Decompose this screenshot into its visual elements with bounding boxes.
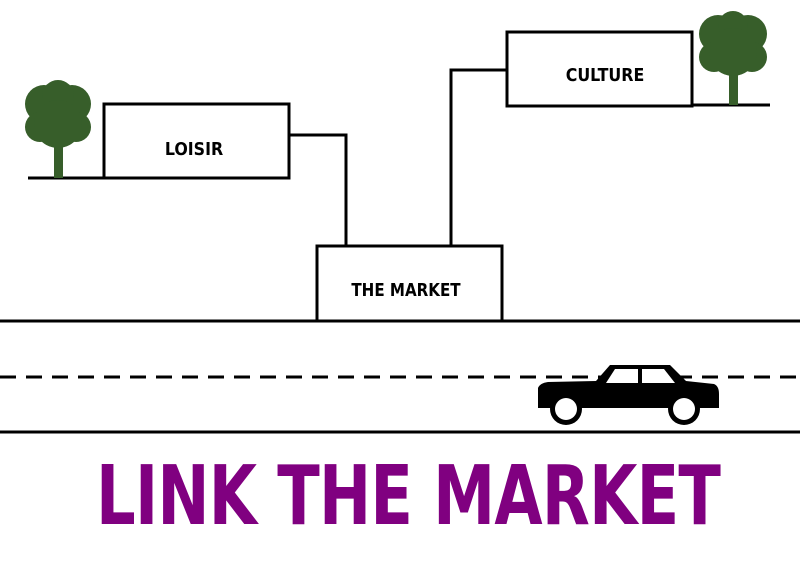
tree-icon [25,80,91,178]
connector-loisir-market [290,133,348,246]
car-icon [538,365,719,425]
page-title: LINK THE MARKET [96,449,721,544]
loisir-label: LOISIR [165,138,223,159]
culture-label: CULTURE [566,64,645,85]
culture-box: CULTURE [505,30,694,108]
market-label: THE MARKET [351,280,461,301]
connector-culture-market [449,68,507,246]
market-box: THE MARKET [315,244,504,323]
loisir-box: LOISIR [102,102,291,180]
tree-icon [699,11,767,105]
